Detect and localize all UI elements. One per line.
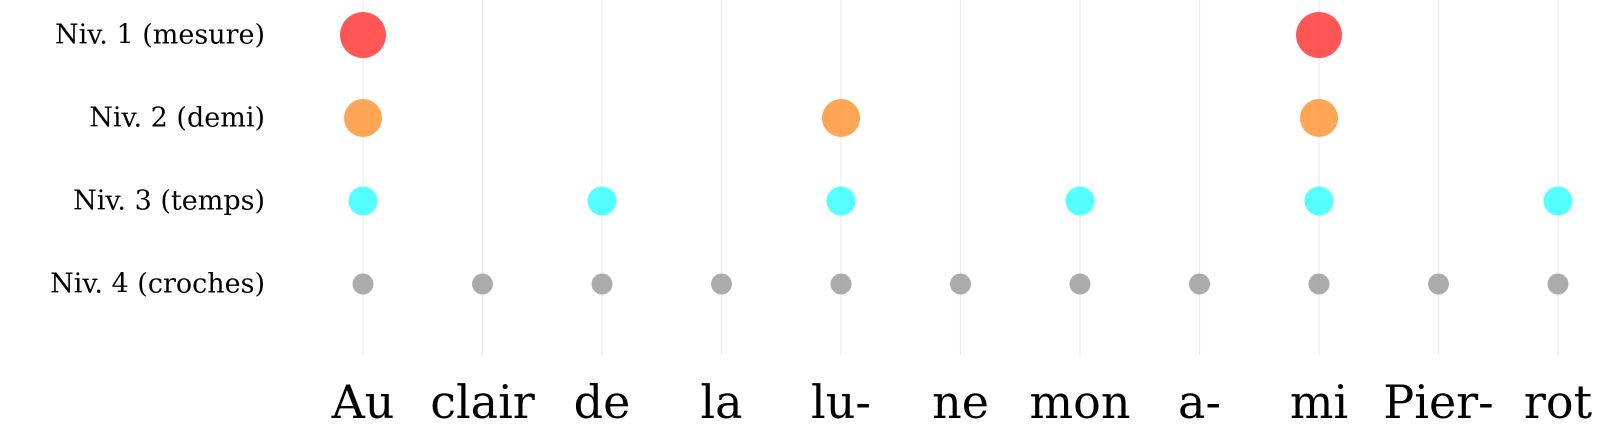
- syllable-label: lu-: [811, 375, 871, 429]
- level-point: [826, 186, 856, 216]
- level-point: [1543, 186, 1573, 216]
- level-point: [1189, 273, 1210, 295]
- level-point: [1547, 273, 1569, 295]
- level-point: [1065, 186, 1095, 216]
- level-point: [1428, 273, 1449, 295]
- level-point: [472, 273, 493, 295]
- syllable-label: mon: [1030, 375, 1131, 429]
- syllable-label: mi: [1290, 375, 1348, 429]
- syllable-label: rot: [1524, 375, 1593, 429]
- level-point: [711, 273, 732, 295]
- level-point: [1296, 12, 1342, 58]
- level-point: [1069, 273, 1091, 295]
- level-point: [950, 273, 971, 295]
- syllable-label: a-: [1178, 375, 1221, 429]
- level-point: [1304, 186, 1334, 216]
- level-point: [1308, 273, 1330, 295]
- syllable-label: la: [700, 375, 742, 429]
- level-point: [348, 186, 378, 216]
- syllable-label: Au: [331, 375, 395, 429]
- level-label: Niv. 4 (croches): [50, 269, 265, 300]
- level-point: [352, 273, 374, 295]
- syllable-label: de: [574, 375, 631, 429]
- level-point: [587, 186, 617, 216]
- level-label: Niv. 2 (demi): [89, 103, 265, 134]
- syllable-label: Pier-: [1383, 375, 1493, 429]
- level-point: [344, 99, 382, 137]
- level-point: [822, 99, 860, 137]
- vertical-gridlines: [362, 0, 1559, 355]
- level-point: [1300, 99, 1338, 137]
- level-labels: Niv. 1 (mesure) Niv. 2 (demi) Niv. 3 (temp…: [50, 20, 265, 300]
- level-point: [830, 273, 852, 295]
- level-point: [591, 273, 613, 295]
- syllable-label: clair: [430, 375, 535, 429]
- level-label: Niv. 1 (mesure): [55, 20, 265, 51]
- level-label: Niv. 3 (temps): [73, 186, 265, 217]
- syllable-label: ne: [932, 375, 989, 429]
- level-point: [340, 12, 386, 58]
- beat-points: [340, 12, 1573, 295]
